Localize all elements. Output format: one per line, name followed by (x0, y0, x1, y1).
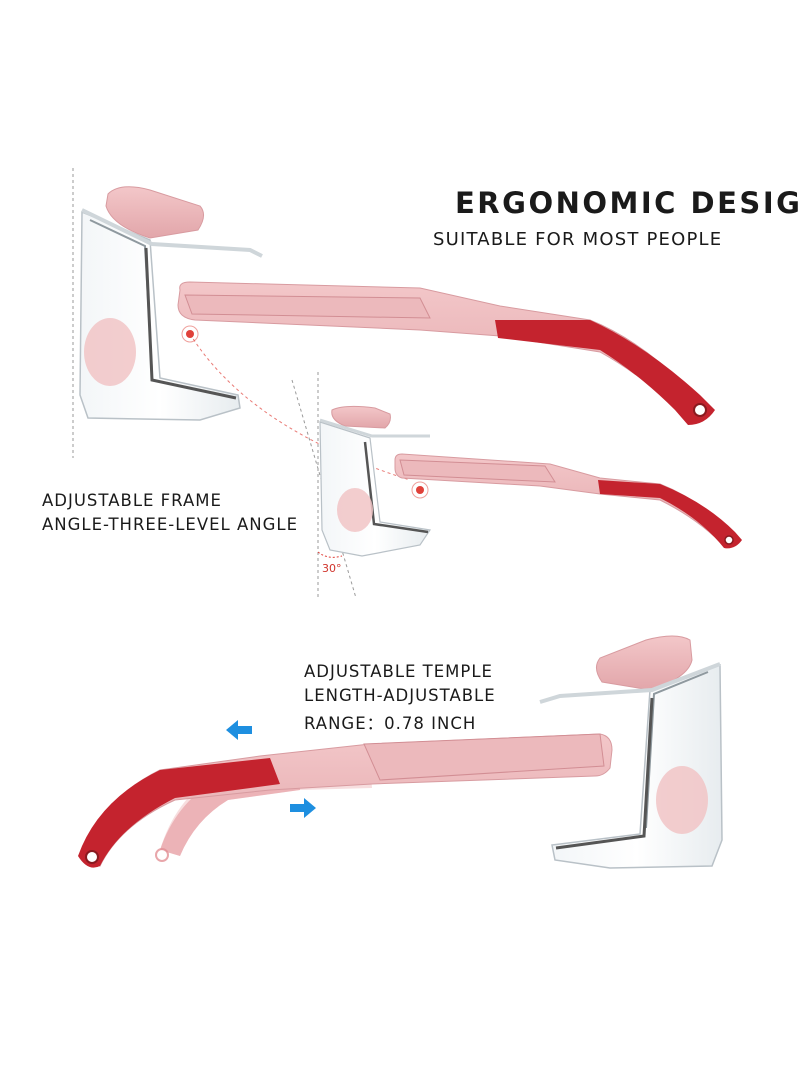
temple-tip (78, 758, 280, 868)
subheading: SUITABLE FOR MOST PEOPLE (433, 229, 723, 250)
glasses-temple-adjust (78, 635, 723, 869)
arrow-left-icon (226, 720, 252, 740)
glasses-large (72, 168, 715, 481)
angle-arc (317, 551, 343, 558)
temple-length-line1: ADJUSTABLE TEMPLE (304, 662, 493, 681)
nose-pad (656, 766, 708, 834)
glasses-small: 30° (291, 372, 742, 599)
temple-tip (598, 480, 742, 549)
temple-length-line2: LENGTH-ADJUSTABLE (304, 686, 496, 705)
temple-tip (495, 320, 715, 425)
brow-pad (596, 635, 693, 691)
guide-line-angled (291, 379, 357, 599)
frame-angle-line2: ANGLE-THREE-LEVEL ANGLE (42, 515, 299, 534)
frame-angle-line1: ADJUSTABLE FRAME (42, 491, 222, 510)
temple-length-line3: RANGE：0.78 INCH (304, 714, 477, 733)
angle-label: 30° (322, 562, 342, 575)
hinge-marker (416, 486, 424, 494)
heading: ERGONOMIC DESIGN (455, 186, 800, 220)
nose-pad (84, 318, 136, 386)
brow-pad (331, 405, 391, 429)
brow-pad (105, 186, 204, 239)
arrow-right-icon (290, 798, 316, 818)
lens (319, 421, 432, 557)
nose-pad (337, 488, 373, 532)
